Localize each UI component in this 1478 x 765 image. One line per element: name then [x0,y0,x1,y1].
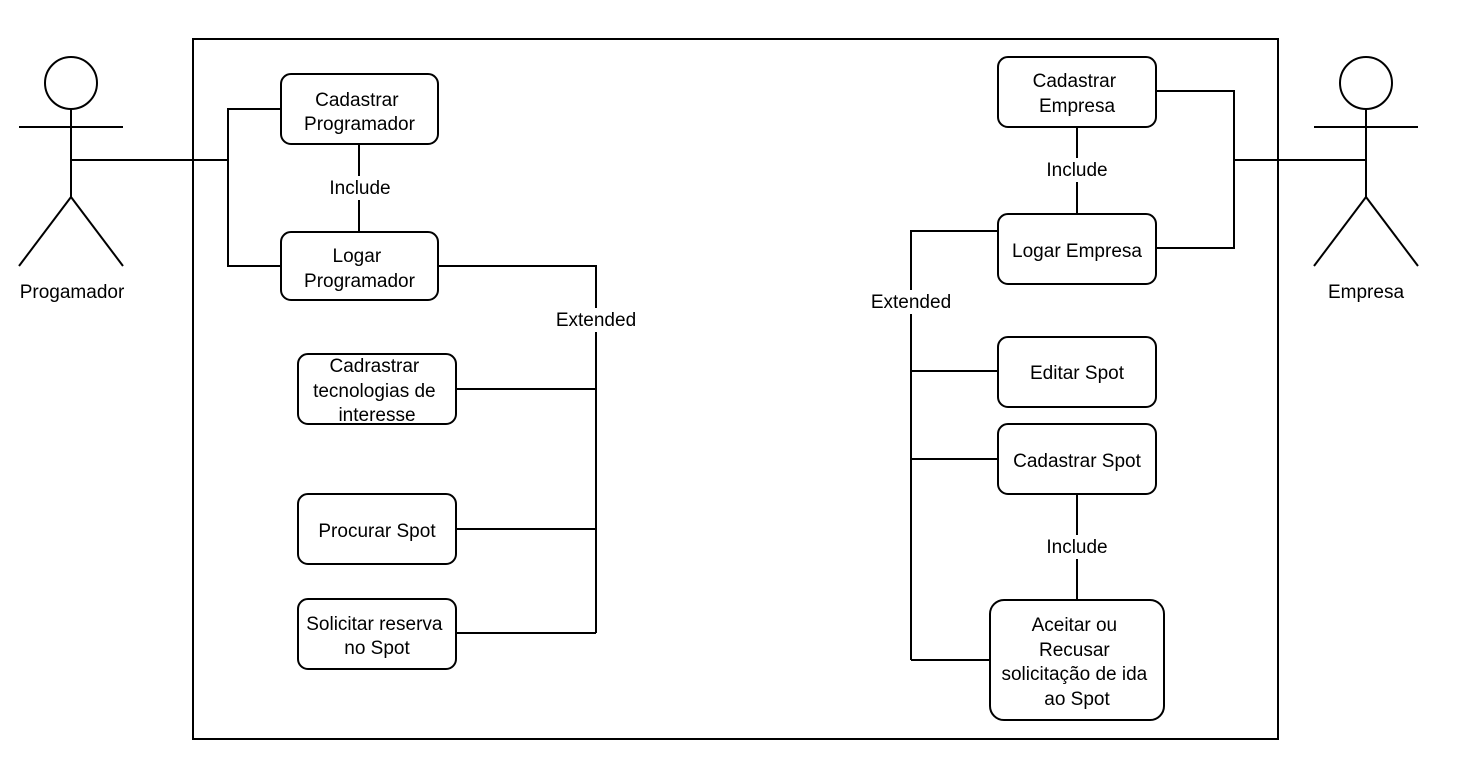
include-label-programador: Include [329,178,390,199]
use-case-cadastrar-spot[interactable]: Cadastrar Spot [997,423,1157,495]
actor-empresa: Empresa [1313,56,1419,303]
connector-to-cadastrar-empresa [1156,90,1235,249]
use-case-label: Solicitar reserva no Spot [306,614,448,659]
use-case-label: Cadrastrar tecnologias de interesse [313,356,441,426]
connectors [72,90,1366,661]
connector-to-logar-programador [227,160,281,267]
connector-to-cadastrar-programador [227,108,281,160]
use-case-label: Procurar Spot [318,521,436,542]
use-case-label: Cadastrar Empresa [1033,71,1122,117]
use-case-logar-programador[interactable]: Logar Programador [280,231,439,301]
use-case-solicitar-reserva[interactable]: Solicitar reserva no Spot [297,598,457,670]
use-case-label: Aceitar ou Recusar solicitação de ida ao… [1001,615,1152,710]
extended-label-programador: Extended [556,310,636,331]
include-label-empresa: Include [1046,160,1107,181]
stick-figure-icon [18,56,124,267]
use-case-editar-spot[interactable]: Editar Spot [997,336,1157,408]
include-label-spot: Include [1046,537,1107,558]
use-case-label: Editar Spot [1030,363,1125,384]
use-case-logar-empresa[interactable]: Logar Empresa [997,213,1157,285]
system-boundary [192,38,1279,740]
actor-progamador: Progamador [18,56,125,303]
stick-figure-icon [1313,56,1419,267]
use-case-label: Logar Empresa [1012,241,1142,262]
use-case-label: Cadastrar Programador [304,90,416,135]
use-case-cadastrar-empresa[interactable]: Cadastrar Empresa [997,56,1157,128]
extend-line-programador-top [438,265,597,308]
use-case-label: Cadastrar Spot [1013,451,1142,472]
use-case-aceitar-recusar[interactable]: Aceitar ou Recusar solicitação de ida ao… [989,599,1165,721]
actor-label-progamador: Progamador [20,282,125,303]
extend-line-empresa-top [910,230,998,290]
actor-label-empresa: Empresa [1328,282,1404,303]
use-case-label: Logar Programador [304,246,416,292]
use-case-cadastrar-tecnologias[interactable]: Cadrastrar tecnologias de interesse [297,353,457,426]
extended-label-empresa: Extended [871,292,951,313]
use-case-cadastrar-programador[interactable]: Cadastrar Programador [280,73,439,145]
use-case-procurar-spot[interactable]: Procurar Spot [297,493,457,565]
